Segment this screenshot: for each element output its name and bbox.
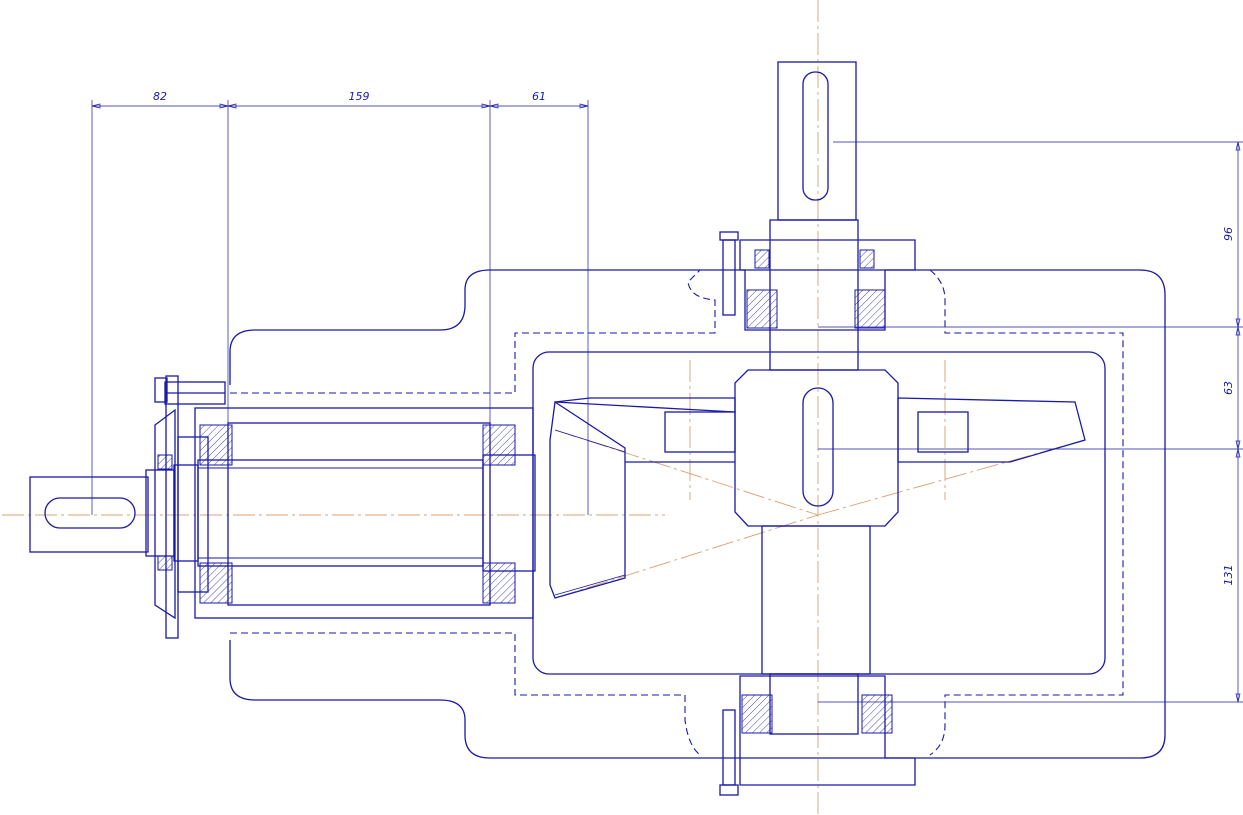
pinion-bevel-gear bbox=[549, 400, 626, 599]
vertical-dimensions: 96 63 131 bbox=[818, 141, 1243, 703]
dim-159: 159 bbox=[349, 90, 370, 103]
gearbox-housing bbox=[154, 269, 1166, 759]
dim-61: 61 bbox=[532, 90, 546, 103]
dim-82: 82 bbox=[153, 90, 167, 103]
input-bearings bbox=[199, 424, 516, 604]
output-shaft bbox=[154, 61, 916, 796]
dim-63: 63 bbox=[1222, 381, 1235, 395]
input-shaft bbox=[29, 454, 536, 572]
bevel-wheel bbox=[554, 369, 1086, 527]
horizontal-dimensions: 82 159 61 bbox=[91, 90, 589, 515]
dim-131: 131 bbox=[1222, 565, 1235, 586]
dim-96: 96 bbox=[1222, 227, 1235, 241]
center-axes bbox=[2, 0, 1086, 815]
